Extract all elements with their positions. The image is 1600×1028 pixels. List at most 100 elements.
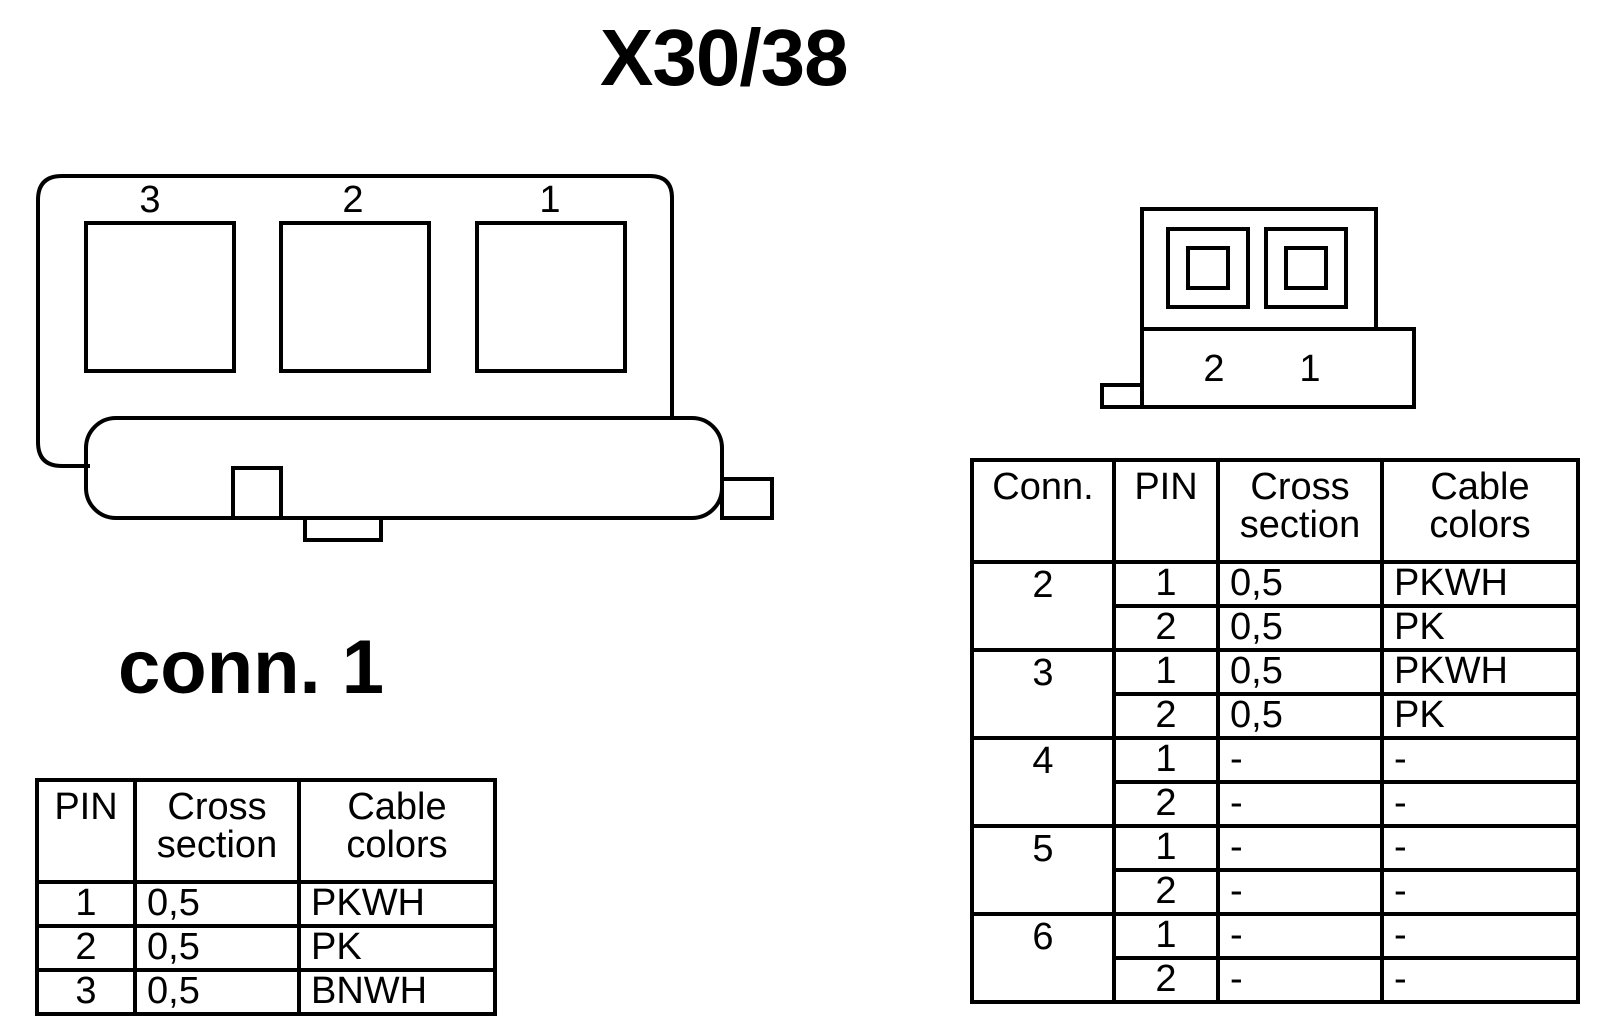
header-conn: Conn. <box>970 458 1116 564</box>
pin-cavity-1 <box>475 221 627 373</box>
pin-label-1: 1 <box>539 179 560 221</box>
cell-color: PKWH <box>297 880 497 928</box>
header-cross-line2: section <box>1239 504 1361 546</box>
header-color-line1: Cable <box>347 786 447 828</box>
cell-cross: 0,5 <box>1216 604 1384 652</box>
two-pin-label-1: 1 <box>1299 348 1320 390</box>
table-header-row: PIN Cross section Cable colors <box>35 778 497 884</box>
connector-1-pin-table: PIN Cross section Cable colors 1 0,5 PKW… <box>35 778 497 1016</box>
cell-cross: - <box>1216 736 1384 784</box>
two-pin-tab <box>1100 383 1144 409</box>
header-cable-colors: Cable colors <box>1380 458 1580 564</box>
cell-cross: - <box>1216 824 1384 872</box>
table-row: 2 - - <box>972 956 1580 1004</box>
diagram-title: X30/38 <box>600 13 849 102</box>
housing-outline <box>36 174 674 468</box>
cell-color: PK <box>1380 692 1580 740</box>
pin-label-3: 3 <box>139 179 160 221</box>
header-cross-line2: section <box>156 824 278 866</box>
two-pin-connector-drawing <box>1100 207 1416 409</box>
table-row: 3 0,5 BNWH <box>35 968 497 1016</box>
connector-1-label: conn. 1 <box>118 625 385 710</box>
header-cross-line1: Cross <box>167 786 267 828</box>
cell-pin: 2 <box>1112 604 1220 652</box>
two-pin-label-2: 2 <box>1203 348 1224 390</box>
two-pin-base <box>1140 327 1416 409</box>
cell-conn: 3 <box>970 648 1116 740</box>
pin-cavity-3 <box>84 221 236 373</box>
two-pin-cavity-1-inner <box>1284 246 1328 290</box>
cell-color: PKWH <box>1380 648 1580 696</box>
pin-cavity-2 <box>279 221 431 373</box>
cell-pin: 1 <box>1112 648 1220 696</box>
cell-pin: 2 <box>1112 780 1220 828</box>
two-pin-cavity-1-outer <box>1264 227 1348 309</box>
cell-conn: 5 <box>970 824 1116 916</box>
cell-cross: 0,5 <box>1216 692 1384 740</box>
cell-conn: 2 <box>970 560 1116 652</box>
table-row: 2 0,5 PK <box>972 692 1580 740</box>
cell-cross: - <box>1216 956 1384 1004</box>
latch-tab <box>231 466 283 520</box>
cell-pin: 1 <box>35 880 137 928</box>
table-row: 2 0,5 PK <box>35 924 497 972</box>
cell-pin: 2 <box>35 924 137 972</box>
pin-label-2: 2 <box>342 179 363 221</box>
side-tab <box>720 477 774 520</box>
table-row: 5 1 - - <box>970 824 1580 916</box>
cell-pin: 3 <box>35 968 137 1016</box>
table-header-row: Conn. PIN Cross section Cable colors <box>970 458 1580 564</box>
two-pin-cavity-2-outer <box>1166 227 1250 309</box>
cell-cross: 0,5 <box>133 924 301 972</box>
header-pin: PIN <box>35 778 137 884</box>
table-row: 1 0,5 PKWH <box>35 880 497 928</box>
cell-color: - <box>1380 824 1580 872</box>
cell-cross: 0,5 <box>133 880 301 928</box>
table-row: 2 1 0,5 PKWH <box>970 560 1580 652</box>
table-row: 2 0,5 PK <box>972 604 1580 652</box>
connector-2-pin-table: Conn. PIN Cross section Cable colors 2 1… <box>970 458 1580 1004</box>
cell-cross: 0,5 <box>1216 648 1384 696</box>
bottom-tab <box>303 516 383 542</box>
cell-color: - <box>1380 956 1580 1004</box>
three-pin-connector-drawing <box>36 174 774 542</box>
cell-cross: - <box>1216 912 1384 960</box>
cell-cross: 0,5 <box>1216 560 1384 608</box>
header-color-line2: colors <box>1429 504 1531 546</box>
header-color-line2: colors <box>346 824 448 866</box>
cell-color: PK <box>297 924 497 972</box>
cell-pin: 2 <box>1112 692 1220 740</box>
cell-pin: 2 <box>1112 868 1220 916</box>
header-cross-section: Cross section <box>1216 458 1384 564</box>
cell-color: - <box>1380 912 1580 960</box>
header-cable-colors: Cable colors <box>297 778 497 884</box>
cell-pin: 1 <box>1112 912 1220 960</box>
cell-conn: 6 <box>970 912 1116 1004</box>
header-cross-line1: Cross <box>1250 466 1350 508</box>
header-pin: PIN <box>1112 458 1220 564</box>
cell-pin: 1 <box>1112 560 1220 608</box>
cell-pin: 2 <box>1112 956 1220 1004</box>
table-row: 2 - - <box>972 780 1580 828</box>
two-pin-cavity-2-inner <box>1186 246 1230 290</box>
latch-body <box>84 416 724 520</box>
cell-cross: - <box>1216 780 1384 828</box>
cell-pin: 1 <box>1112 736 1220 784</box>
cell-color: - <box>1380 780 1580 828</box>
table-row: 3 1 0,5 PKWH <box>970 648 1580 740</box>
table-row: 6 1 - - <box>970 912 1580 1004</box>
cell-cross: - <box>1216 868 1384 916</box>
header-cross-section: Cross section <box>133 778 301 884</box>
cell-color: PKWH <box>1380 560 1580 608</box>
cell-conn: 4 <box>970 736 1116 828</box>
header-color-line1: Cable <box>1430 466 1530 508</box>
table-row: 2 - - <box>972 868 1580 916</box>
cell-cross: 0,5 <box>133 968 301 1016</box>
cell-color: - <box>1380 736 1580 784</box>
cell-color: BNWH <box>297 968 497 1016</box>
cell-pin: 1 <box>1112 824 1220 872</box>
table-row: 4 1 - - <box>970 736 1580 828</box>
cell-color: - <box>1380 868 1580 916</box>
cell-color: PK <box>1380 604 1580 652</box>
